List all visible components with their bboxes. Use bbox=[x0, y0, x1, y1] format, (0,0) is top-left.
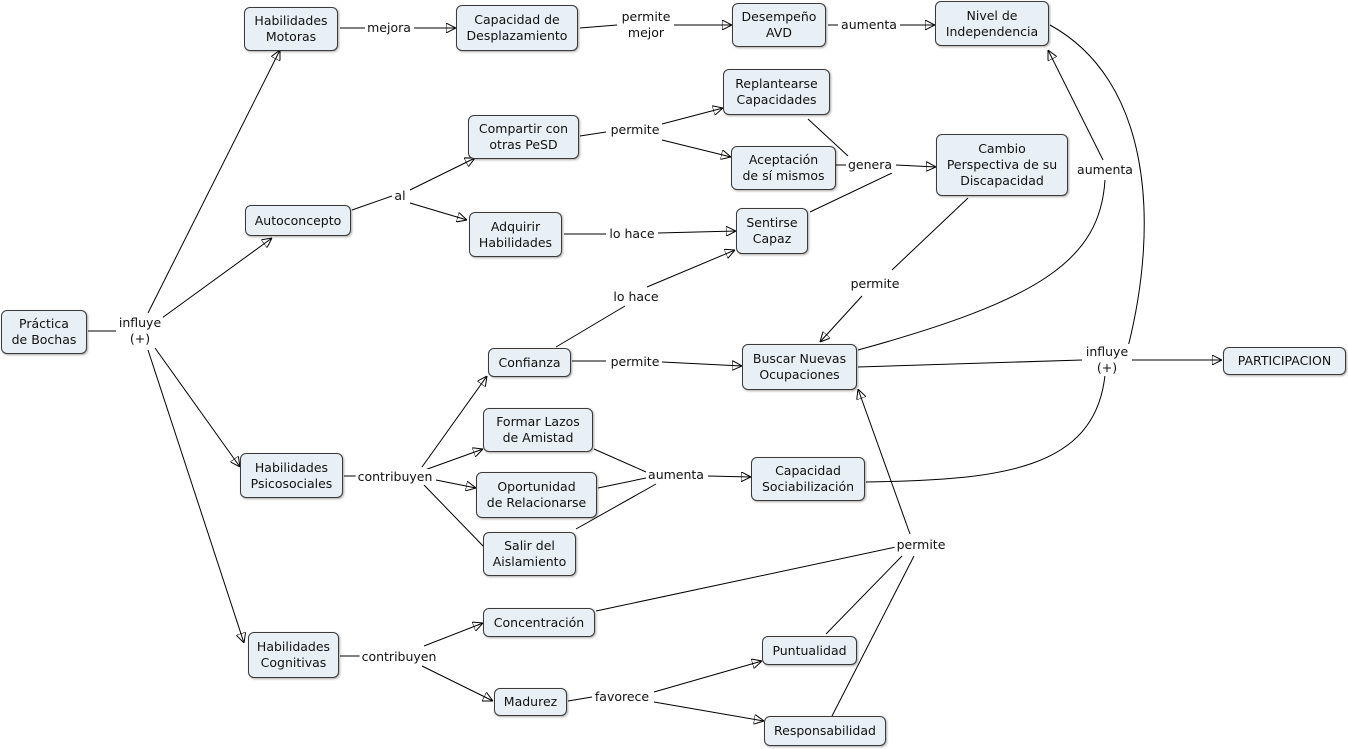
node-replantearse-capacidades[interactable]: Replantearse Capacidades bbox=[723, 69, 830, 115]
link-lo-hace-2: lo hace bbox=[611, 289, 661, 305]
link-al: al bbox=[392, 188, 408, 204]
node-adquirir-habilidades[interactable]: Adquirir Habilidades bbox=[469, 212, 562, 257]
link-influye-2: influye (+) bbox=[1083, 344, 1131, 376]
link-permite-confianza: permite bbox=[608, 354, 662, 370]
link-permite-compartir: permite bbox=[608, 122, 662, 138]
node-aceptacion-si-mismos[interactable]: Aceptación de sí mismos bbox=[731, 146, 836, 190]
link-genera: genera bbox=[845, 157, 895, 173]
node-formar-lazos-amistad[interactable]: Formar Lazos de Amistad bbox=[483, 408, 593, 452]
node-habilidades-psicosociales[interactable]: Habilidades Psicosociales bbox=[240, 453, 343, 498]
node-desempeno-avd[interactable]: Desempeño AVD bbox=[732, 3, 826, 47]
node-madurez[interactable]: Madurez bbox=[494, 688, 567, 716]
node-compartir-pesd[interactable]: Compartir con otras PeSD bbox=[468, 115, 579, 159]
node-cambio-perspectiva[interactable]: Cambio Perspectiva de su Discapacidad bbox=[936, 134, 1068, 196]
node-confianza[interactable]: Confianza bbox=[488, 348, 571, 377]
link-influye-1: influye (+) bbox=[116, 315, 164, 347]
node-capacidad-sociabilizacion[interactable]: Capacidad Sociabilización bbox=[751, 457, 865, 501]
link-aumenta-top: aumenta bbox=[839, 17, 899, 33]
link-permite-bottom: permite bbox=[894, 537, 948, 553]
node-buscar-nuevas-ocupaciones[interactable]: Buscar Nuevas Ocupaciones bbox=[742, 344, 857, 390]
link-lo-hace-1: lo hace bbox=[607, 226, 657, 242]
node-concentracion[interactable]: Concentración bbox=[483, 608, 595, 637]
link-aumenta-right: aumenta bbox=[1075, 162, 1135, 178]
link-favorece: favorece bbox=[592, 689, 652, 705]
node-salir-aislamiento[interactable]: Salir del Aislamiento bbox=[483, 532, 576, 576]
node-puntualidad[interactable]: Puntualidad bbox=[762, 636, 857, 665]
node-autoconcepto[interactable]: Autoconcepto bbox=[245, 205, 351, 236]
link-aumenta-mid: aumenta bbox=[646, 467, 706, 483]
node-responsabilidad[interactable]: Responsabilidad bbox=[764, 716, 886, 746]
link-contribuyen-2: contribuyen bbox=[359, 649, 439, 665]
node-sentirse-capaz[interactable]: Sentirse Capaz bbox=[736, 208, 808, 254]
node-practica-de-bochas[interactable]: Práctica de Bochas bbox=[1, 310, 87, 354]
link-contribuyen-1: contribuyen bbox=[355, 469, 435, 485]
link-permite-cambio: permite bbox=[848, 276, 902, 292]
node-participacion[interactable]: PARTICIPACION bbox=[1223, 347, 1346, 375]
node-habilidades-cognitivas[interactable]: Habilidades Cognitivas bbox=[248, 632, 339, 678]
node-habilidades-motoras[interactable]: Habilidades Motoras bbox=[244, 7, 338, 51]
link-mejora: mejora bbox=[365, 20, 413, 36]
node-oportunidad-relacionarse[interactable]: Oportunidad de Relacionarse bbox=[476, 472, 597, 518]
node-nivel-independencia[interactable]: Nivel de Independencia bbox=[935, 1, 1049, 46]
link-permite-mejor: permite mejor bbox=[619, 9, 673, 41]
node-capacidad-desplazamiento[interactable]: Capacidad de Desplazamiento bbox=[456, 5, 578, 51]
